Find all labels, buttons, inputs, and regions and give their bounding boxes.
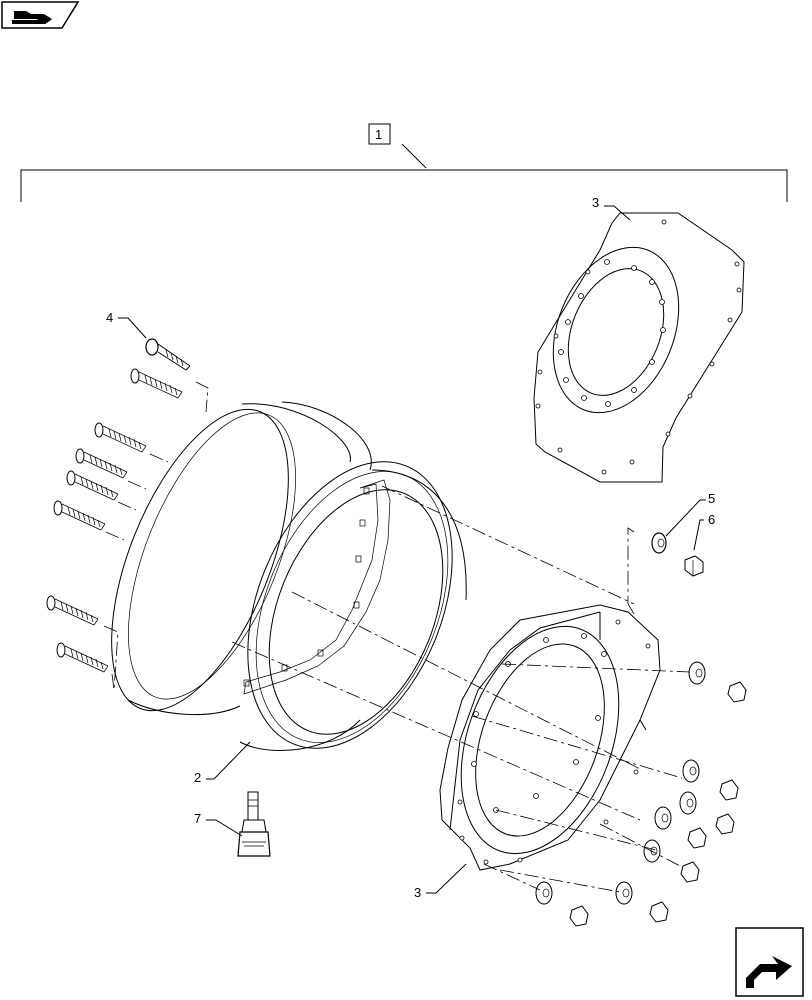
wheel-center-disc-top [533, 212, 745, 483]
callout-2-label: 2 [194, 770, 201, 785]
bolt [56, 642, 109, 673]
nut [569, 905, 589, 927]
disc-bottom-bolt-holes [457, 619, 651, 865]
bolt-item-4 [145, 338, 191, 371]
washers-and-nuts [535, 532, 747, 927]
assembly-bracket: 1 [20, 123, 788, 202]
bolt [130, 368, 183, 399]
nut [680, 861, 700, 883]
valve-item-7 [237, 791, 271, 857]
nut [687, 827, 707, 849]
wheel-center-disc-bottom [439, 604, 661, 871]
alignment-lines [103, 381, 691, 893]
nut-item-6 [684, 555, 704, 577]
washer-item-5 [651, 532, 667, 554]
bolt [75, 448, 128, 479]
callout-7-label: 7 [194, 811, 201, 826]
rim-bolts [46, 368, 183, 673]
catalog-page-icon[interactable] [1, 1, 80, 29]
callout-4-label: 4 [106, 310, 113, 325]
washer [615, 881, 633, 905]
washer [682, 759, 700, 783]
bolt [66, 470, 119, 501]
callout-5-label: 5 [708, 491, 715, 506]
bolt [46, 595, 99, 626]
nut [715, 813, 735, 835]
callout-3-bottom-label: 3 [414, 885, 421, 900]
bolt [94, 422, 147, 453]
assembly-callout-label: 1 [375, 127, 382, 142]
disc-bolt-holes [535, 219, 742, 475]
wheel-rim [111, 401, 467, 752]
washer [654, 806, 672, 830]
nut [727, 681, 747, 703]
washer [688, 661, 706, 685]
washer [535, 881, 553, 905]
callout-6-label: 6 [708, 512, 715, 527]
nut [719, 779, 739, 801]
callouts: 3 4 5 6 2 7 3 [106, 195, 715, 900]
bolt [53, 500, 106, 531]
nut [649, 901, 669, 923]
callout-3-top-label: 3 [592, 195, 599, 210]
assembly-callout-box [368, 123, 391, 145]
next-page-arrow-icon[interactable] [735, 927, 804, 997]
washer [679, 791, 697, 815]
